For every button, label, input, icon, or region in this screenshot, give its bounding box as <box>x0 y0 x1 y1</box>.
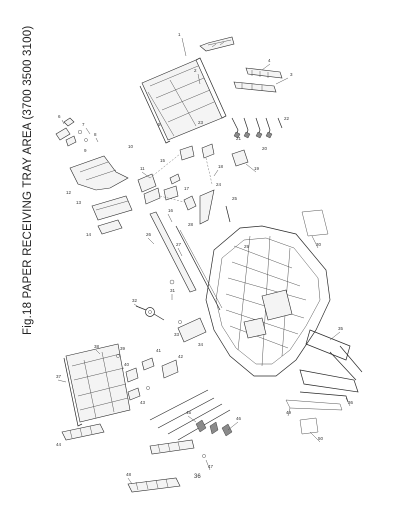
chute-cover <box>69 155 129 191</box>
callout-label: 15 <box>160 158 166 163</box>
upper-tray-assembly <box>139 57 227 144</box>
callout-label: 14 <box>86 232 92 237</box>
top-roller-bar <box>199 36 235 52</box>
callout-label: 2 <box>194 68 197 73</box>
callout-label: 48 <box>126 472 132 477</box>
callout-label: 3 <box>290 72 293 77</box>
callout-label: 4 <box>268 58 271 63</box>
lower-guide-plate <box>91 195 133 235</box>
callout-label: 46 <box>236 416 242 421</box>
paper-guides-right <box>231 117 283 139</box>
top-right-rollers <box>233 67 283 93</box>
callout-label: 41 <box>156 348 162 353</box>
callout-label: 7 <box>82 122 85 127</box>
lower-left-roller-bar <box>61 423 105 441</box>
callout-label: 34 <box>198 342 204 347</box>
callout-label: 21 <box>236 136 242 141</box>
callout-label: 30 <box>316 242 322 247</box>
main-frame <box>205 225 331 377</box>
callout-label: 28 <box>188 222 194 227</box>
lower-middle-brackets <box>116 354 179 401</box>
callout-label: 18 <box>218 164 224 169</box>
long-shafts <box>149 205 231 311</box>
callout-label: 12 <box>66 190 72 195</box>
callout-label: 50 <box>318 436 324 441</box>
callout-label: 39 <box>120 346 126 351</box>
callout-label: 23 <box>198 120 204 125</box>
base-rails <box>285 329 363 411</box>
callout-label: 17 <box>184 186 190 191</box>
center-brackets <box>137 143 249 211</box>
callout-label: 40 <box>124 362 130 367</box>
callout-label: 43 <box>140 400 146 405</box>
callout-label: 9 <box>84 148 87 153</box>
callout-label: 27 <box>176 242 182 247</box>
lower-guide-springs <box>149 389 233 458</box>
bottom-roller-bar <box>127 477 181 493</box>
callout-label: 31 <box>170 288 176 293</box>
callout-label: 47 <box>208 464 214 469</box>
callout-label: 36 <box>348 400 354 405</box>
right-outline-panel <box>299 209 329 435</box>
callout-label: 10 <box>128 144 134 149</box>
callout-label: 8 <box>94 132 97 137</box>
page-number: 36 <box>194 474 201 480</box>
lower-tray-assembly <box>63 343 131 427</box>
callout-label: 33 <box>174 332 180 337</box>
callout-label: 29 <box>244 244 250 249</box>
callout-label: 44 <box>56 442 62 447</box>
callout-label: 45 <box>186 410 192 415</box>
drive-shaft-upper <box>199 189 215 225</box>
left-small-parts <box>55 117 88 147</box>
callout-label: 5 <box>158 122 161 127</box>
callout-label: 24 <box>216 182 222 187</box>
callout-label: 11 <box>140 166 145 171</box>
callout-label: 16 <box>168 208 174 213</box>
callout-label: 26 <box>146 232 152 237</box>
callout-label: 6 <box>58 114 61 119</box>
callout-label: 38 <box>94 344 100 349</box>
callout-label: 37 <box>56 374 62 379</box>
callout-label: 32 <box>132 298 138 303</box>
callout-label: 42 <box>178 354 184 359</box>
callout-label: 20 <box>262 146 268 151</box>
leader-lines <box>57 37 351 485</box>
callout-label: 22 <box>284 116 290 121</box>
callout-label: 19 <box>254 166 260 171</box>
callout-label: 13 <box>76 200 82 205</box>
callout-label: 25 <box>232 196 238 201</box>
callout-label: 35 <box>338 326 344 331</box>
callout-label: 1 <box>178 32 181 37</box>
